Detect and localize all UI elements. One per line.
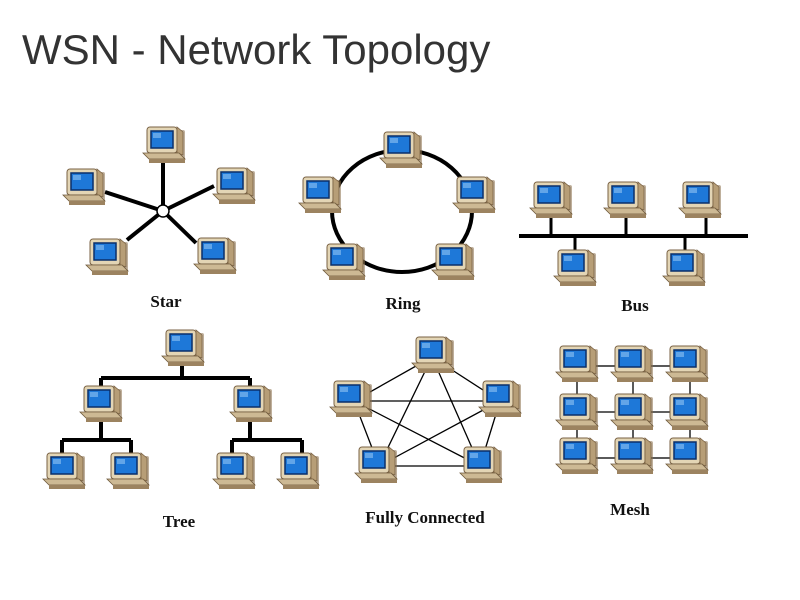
mesh-label: Mesh (610, 500, 650, 519)
ring-label: Ring (386, 294, 421, 313)
bus-topology: Bus (519, 181, 748, 315)
computer-icon (529, 181, 573, 219)
computer-icon (142, 126, 186, 164)
fully-connected-label: Fully Connected (365, 508, 485, 527)
computer-icon (452, 176, 496, 214)
bus-label: Bus (621, 296, 649, 315)
computer-icon (42, 452, 86, 490)
tree-label: Tree (163, 512, 196, 531)
computer-icon (79, 385, 123, 423)
computer-icon (610, 345, 654, 383)
computer-icon (212, 452, 256, 490)
computer-icon (276, 452, 320, 490)
computer-icon (555, 345, 599, 383)
mesh-topology: Mesh (555, 345, 709, 519)
computer-icon (478, 380, 522, 418)
computer-icon (610, 437, 654, 475)
computer-icon (106, 452, 150, 490)
computer-icon (678, 181, 722, 219)
computer-icon (662, 249, 706, 287)
computer-icon (85, 238, 129, 276)
star-topology: Star (62, 126, 256, 311)
computer-icon (411, 336, 455, 374)
ring-topology: Ring (298, 131, 496, 313)
computer-icon (379, 131, 423, 169)
slide-title: WSN - Network Topology (22, 26, 491, 73)
computer-icon (555, 437, 599, 475)
computer-icon (610, 393, 654, 431)
computer-icon (603, 181, 647, 219)
computer-icon (62, 168, 106, 206)
computer-icon (229, 385, 273, 423)
computer-icon (161, 329, 205, 367)
star-label: Star (150, 292, 182, 311)
tree-topology: Tree (42, 329, 320, 531)
computer-icon (322, 243, 366, 281)
computer-icon (665, 393, 709, 431)
computer-icon (553, 249, 597, 287)
computer-icon (665, 437, 709, 475)
computer-icon (555, 393, 599, 431)
computer-icon (431, 243, 475, 281)
computer-icon (329, 380, 373, 418)
computer-icon (459, 446, 503, 484)
computer-icon (212, 167, 256, 205)
computer-icon (354, 446, 398, 484)
computer-icon (193, 237, 237, 275)
computer-icon (665, 345, 709, 383)
computer-icon (298, 176, 342, 214)
